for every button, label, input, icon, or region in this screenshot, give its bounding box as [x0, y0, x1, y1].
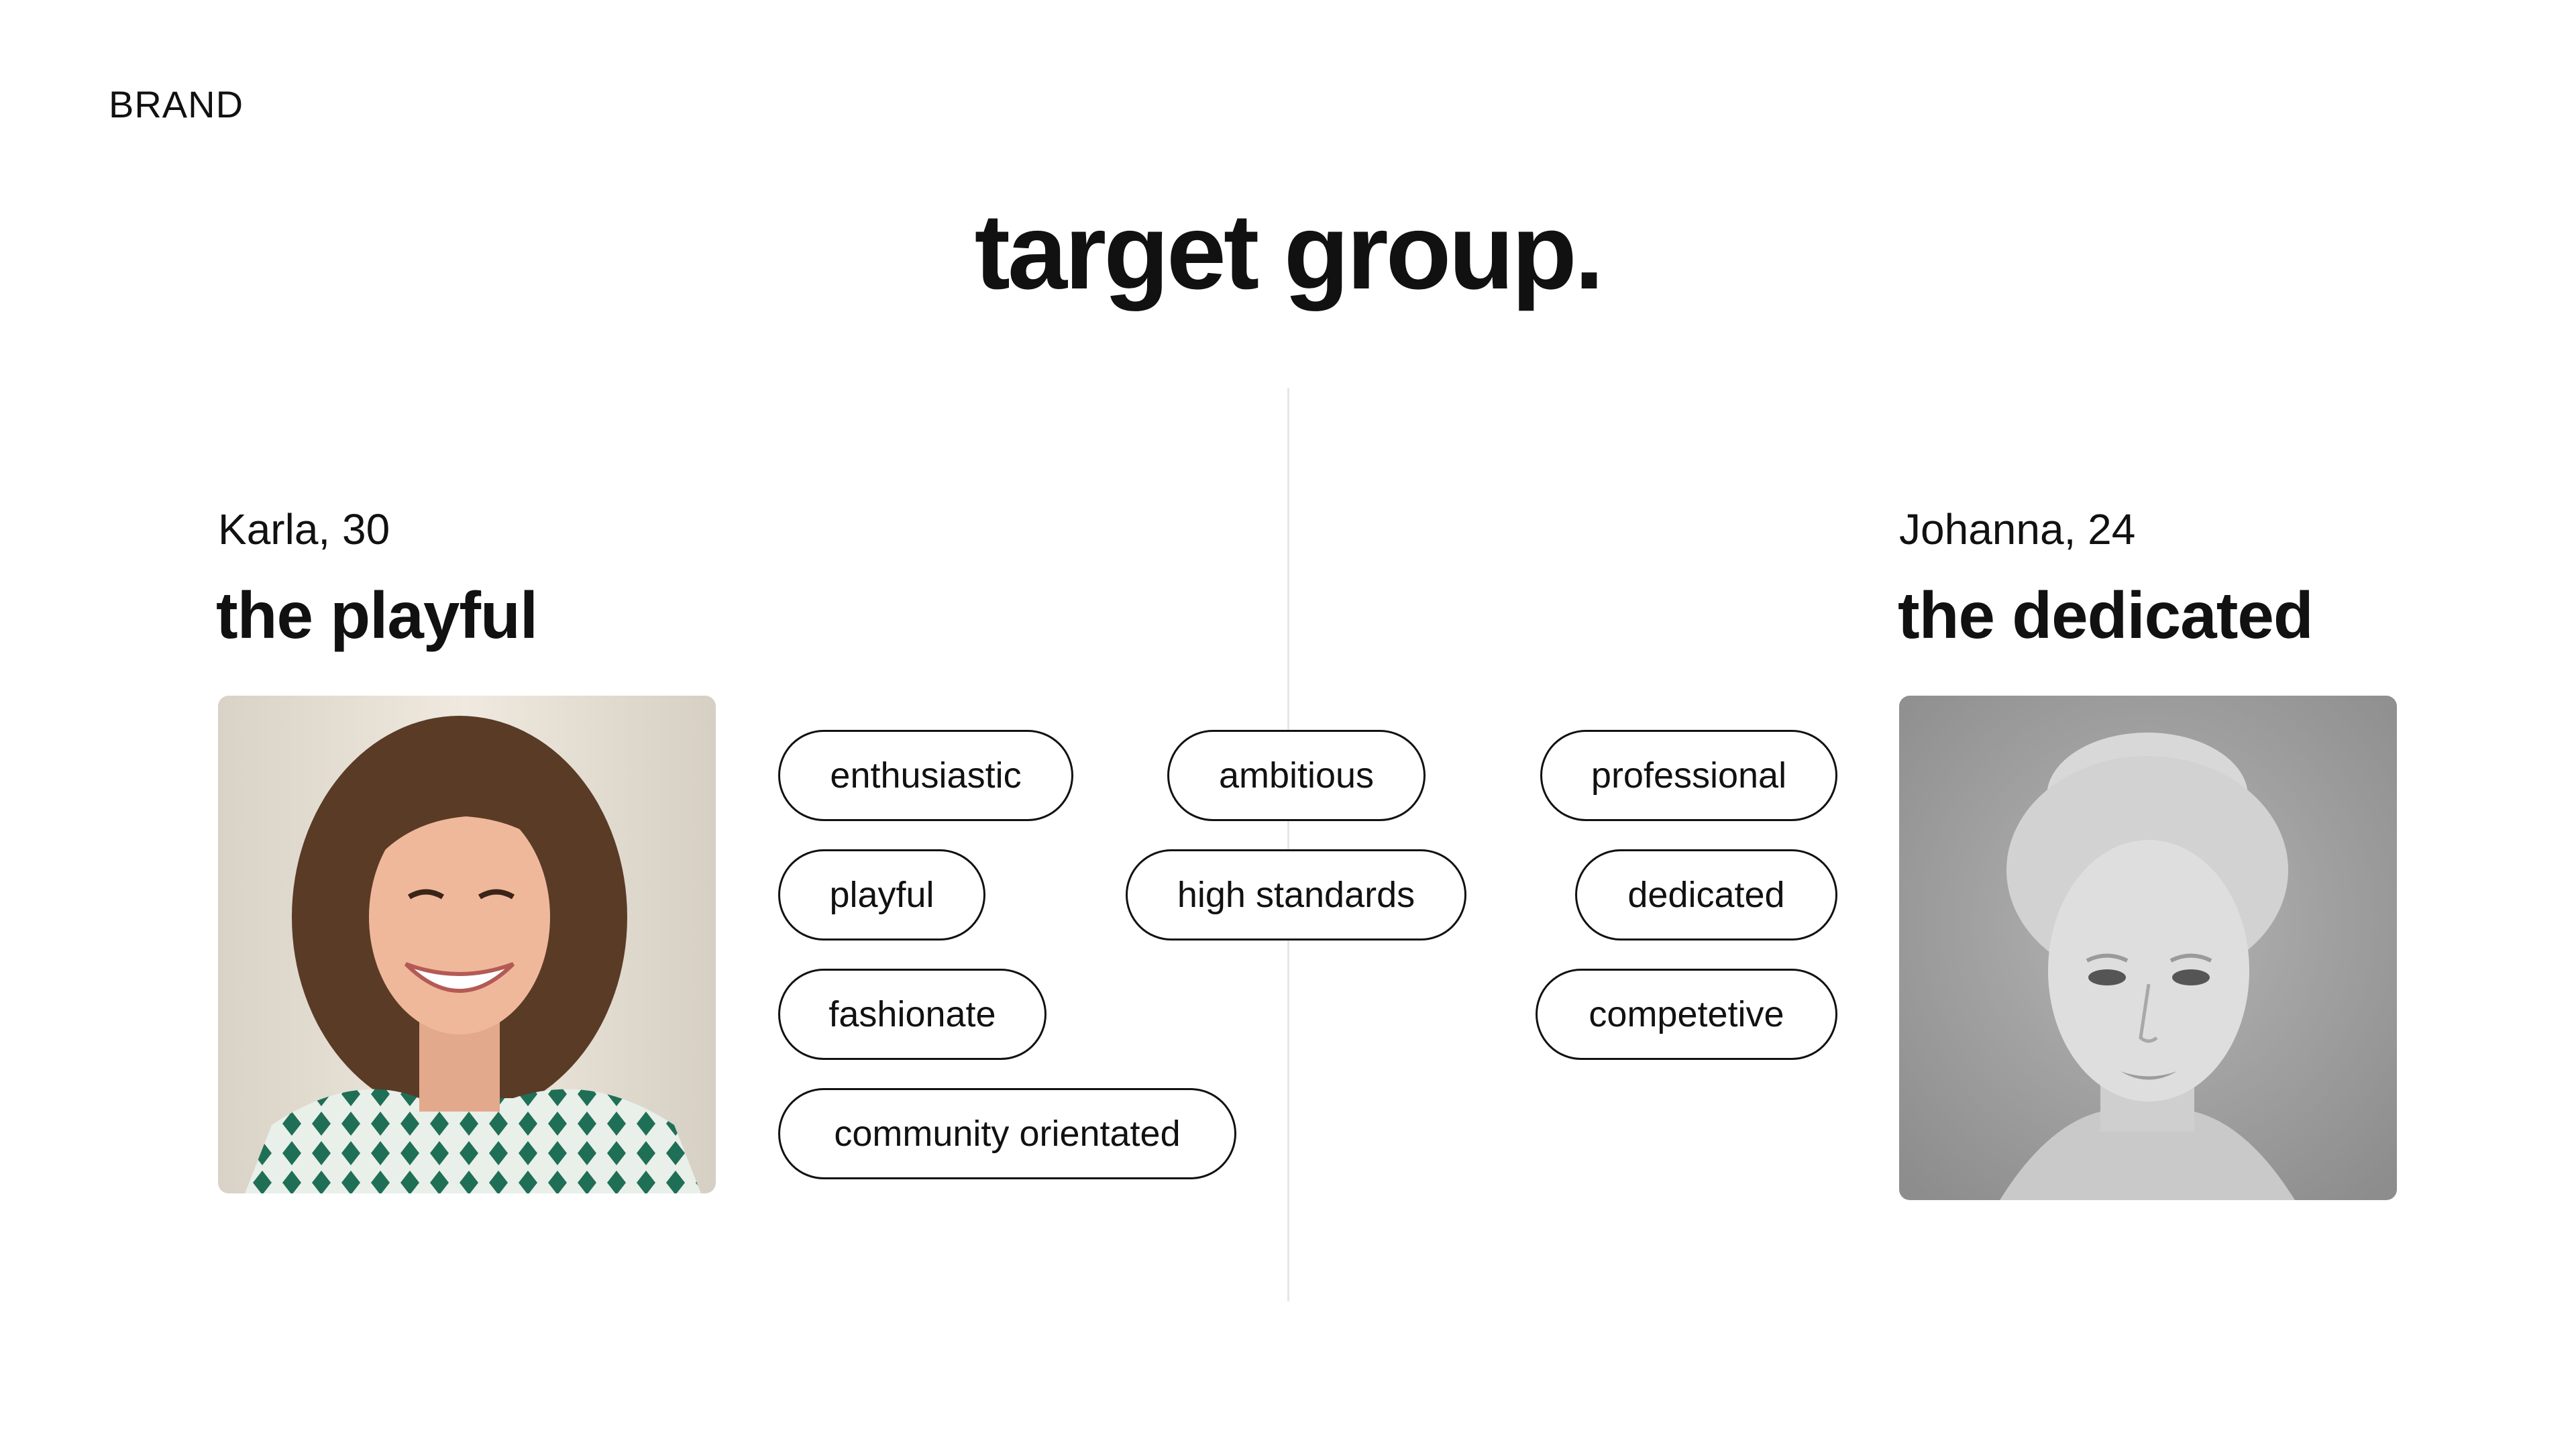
- tag-community-orientated: community orientated: [778, 1088, 1236, 1179]
- persona-name-karla: Karla, 30: [218, 505, 390, 553]
- persona-type-karla: the playful: [216, 578, 538, 652]
- persona-type-johanna: the dedicated: [1898, 578, 2314, 652]
- persona-photo-karla: [218, 696, 716, 1193]
- brand-logo: BRAND: [109, 83, 244, 125]
- tag-ambitious: ambitious: [1167, 730, 1426, 821]
- persona-photo-johanna: [1899, 696, 2397, 1200]
- page-title: target group.: [974, 191, 1605, 311]
- tag-fashionate: fashionate: [778, 969, 1046, 1060]
- tag-enthusiastic: enthusiastic: [778, 730, 1073, 821]
- center-divider: [1287, 388, 1289, 1301]
- persona-name-johanna: Johanna, 24: [1899, 505, 2136, 553]
- woman-smiling-portrait-photo: [218, 696, 716, 1193]
- tag-competetive: competetive: [1536, 969, 1837, 1060]
- woman-grayscale-portrait-photo: [1899, 696, 2397, 1200]
- tag-dedicated: dedicated: [1575, 849, 1837, 941]
- tag-high-standards: high standards: [1126, 849, 1466, 941]
- tag-playful: playful: [778, 849, 985, 941]
- tag-professional: professional: [1540, 730, 1837, 821]
